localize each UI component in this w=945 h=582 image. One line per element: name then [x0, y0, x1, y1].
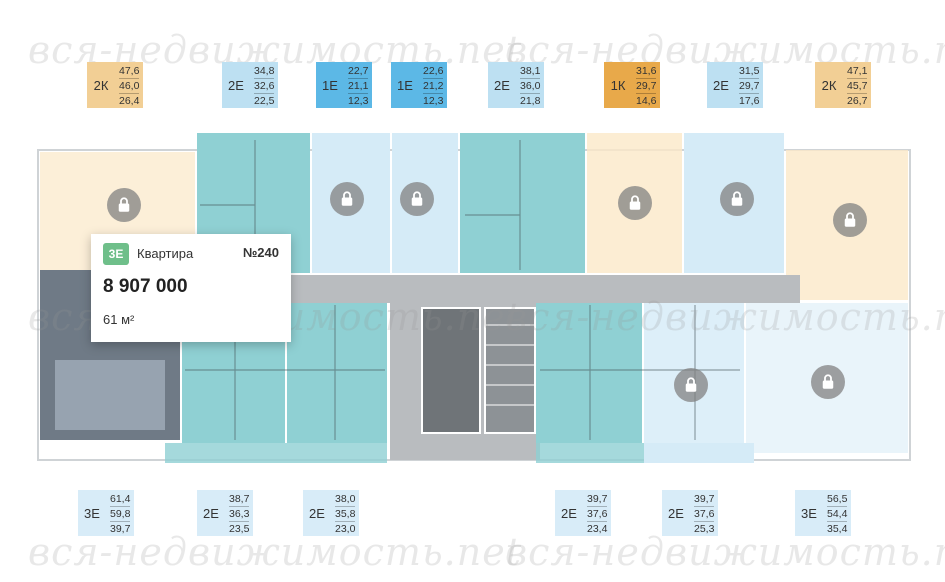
chip-type: 2Е — [203, 505, 219, 521]
chip-kitchen: 26,7 — [847, 93, 868, 107]
chip-living: 36,0 — [520, 78, 541, 92]
chip-kitchen: 23,4 — [587, 521, 608, 535]
lock-icon — [400, 182, 434, 216]
chip-type: 2Е — [713, 77, 729, 93]
chip-living: 45,7 — [847, 78, 868, 92]
chip-living: 21,1 — [348, 78, 369, 92]
chip-kitchen: 26,4 — [119, 93, 140, 107]
apartment-number: №240 — [242, 245, 279, 260]
chip-total: 31,5 — [739, 65, 760, 77]
chip-total: 38,7 — [229, 493, 250, 505]
lock-icon — [674, 368, 708, 402]
chip-total: 61,4 — [110, 493, 131, 505]
chip-living: 36,3 — [229, 506, 250, 520]
lock-icon — [618, 186, 652, 220]
chip-living: 35,8 — [335, 506, 356, 520]
chip-type: 2К — [93, 77, 109, 93]
chip-total: 38,1 — [520, 65, 541, 77]
apartment-kind: Квартира — [137, 246, 194, 261]
lock-icon — [811, 365, 845, 399]
elevator-core — [421, 307, 481, 434]
chip-total: 22,6 — [423, 65, 444, 77]
lock-icon — [720, 182, 754, 216]
apartment-area: 61 м² — [103, 312, 135, 327]
chip-total: 56,5 — [827, 493, 848, 505]
apartment-info-card[interactable]: 3Е Квартира №240 8 907 000 61 м² — [91, 234, 291, 342]
chip-kitchen: 22,5 — [254, 93, 275, 107]
chip-total: 31,6 — [636, 65, 657, 77]
chip-living: 54,4 — [827, 506, 848, 520]
chip-type: 1Е — [322, 77, 338, 93]
apartment-2e-bottom-3[interactable] — [536, 303, 642, 443]
chip-kitchen: 23,0 — [335, 521, 356, 535]
lock-icon — [833, 203, 867, 237]
chip-living: 46,0 — [119, 78, 140, 92]
chip-total: 47,6 — [119, 65, 140, 77]
chip-kitchen: 21,8 — [520, 93, 541, 107]
chip-total: 34,8 — [254, 65, 275, 77]
chip-total: 47,1 — [847, 65, 868, 77]
chip-total: 39,7 — [694, 493, 715, 505]
chip-living: 29,7 — [636, 78, 657, 92]
chip-type: 1К — [610, 77, 626, 93]
chip-kitchen: 23,5 — [229, 521, 250, 535]
chip-kitchen: 17,6 — [739, 93, 760, 107]
chip-total: 39,7 — [587, 493, 608, 505]
chip-kitchen: 39,7 — [110, 521, 131, 535]
chip-living: 32,6 — [254, 78, 275, 92]
chip-type: 2Е — [309, 505, 325, 521]
lock-icon — [107, 188, 141, 222]
chip-type: 2Е — [668, 505, 684, 521]
apartment-2e-top-2[interactable] — [460, 133, 585, 273]
apartment-2e-bottom-2[interactable] — [287, 303, 387, 443]
chip-total: 38,0 — [335, 493, 356, 505]
chip-type: 1Е — [397, 77, 413, 93]
chip-kitchen: 12,3 — [423, 93, 444, 107]
chip-total: 22,7 — [348, 65, 369, 77]
chip-kitchen: 14,6 — [636, 93, 657, 107]
chip-type: 2Е — [228, 77, 244, 93]
chip-type: 3Е — [84, 505, 100, 521]
chip-type: 3Е — [801, 505, 817, 521]
apartment-type-badge: 3Е — [103, 243, 129, 265]
chip-living: 59,8 — [110, 506, 131, 520]
apartment-price: 8 907 000 — [103, 276, 188, 297]
chip-living: 37,6 — [587, 506, 608, 520]
chip-kitchen: 25,3 — [694, 521, 715, 535]
chip-type: 2Е — [561, 505, 577, 521]
chip-living: 37,6 — [694, 506, 715, 520]
lock-icon — [330, 182, 364, 216]
chip-type: 2К — [821, 77, 837, 93]
chip-living: 29,7 — [739, 78, 760, 92]
chip-living: 21,2 — [423, 78, 444, 92]
chip-kitchen: 12,3 — [348, 93, 369, 107]
chip-kitchen: 35,4 — [827, 521, 848, 535]
chip-type: 2Е — [494, 77, 510, 93]
